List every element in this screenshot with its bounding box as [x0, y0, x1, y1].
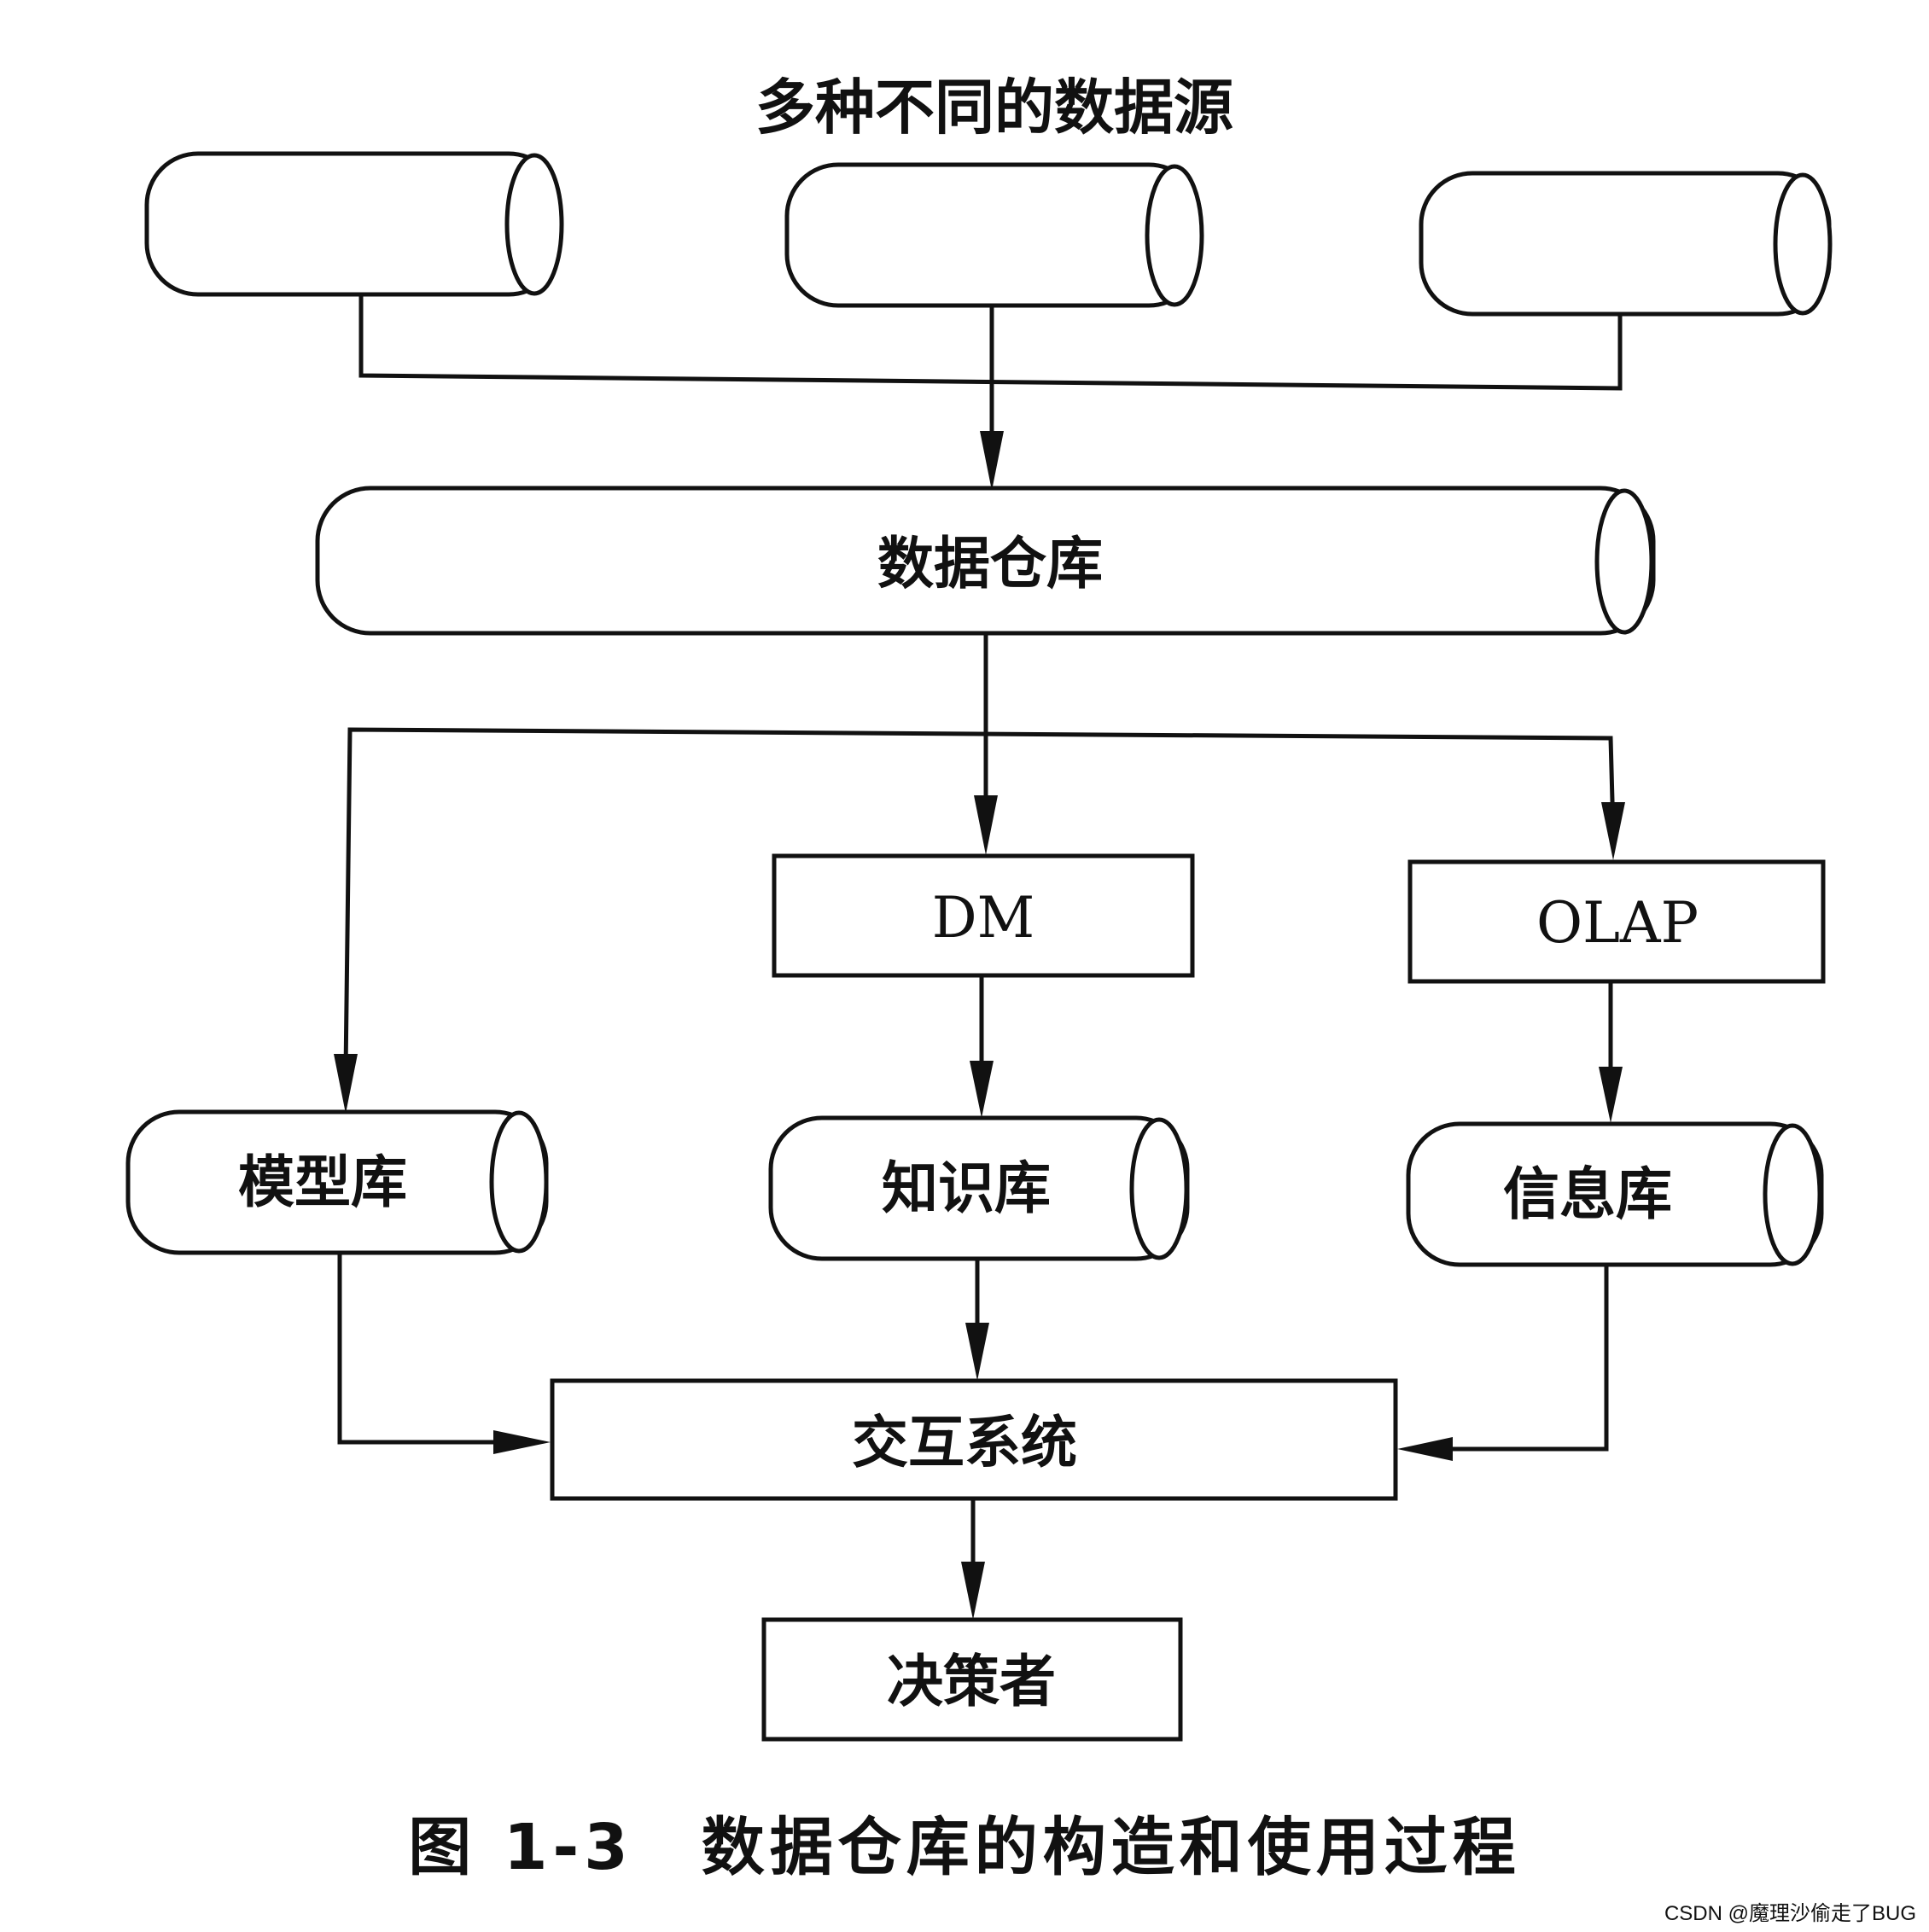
arrowhead-info-db	[1599, 1067, 1623, 1123]
info-db-cylinder: 信息库	[1406, 1121, 1824, 1267]
to-interaction-connectors	[337, 1253, 1609, 1461]
warehouse-distribution-connector	[334, 633, 1625, 1114]
data-warehouse-cylinder: 数据仓库	[315, 486, 1656, 636]
arrowhead-decision-maker	[961, 1562, 985, 1620]
knowledge-db-cylinder: 知识库	[768, 1115, 1190, 1261]
olap-box: OLAP	[1407, 859, 1826, 984]
arrowhead-interaction-top	[965, 1323, 989, 1381]
arrowhead-warehouse	[980, 431, 1004, 491]
olap-to-info-connector	[1599, 981, 1623, 1123]
arrowhead-interaction-right	[1397, 1437, 1453, 1461]
source-cylinder-2	[784, 162, 1204, 308]
knowledge-db-label: 知识库	[882, 1155, 1051, 1221]
info-db-label: 信息库	[1503, 1161, 1672, 1227]
arrowhead-interaction-left	[493, 1430, 551, 1454]
diagram-title: 多种不同的数据源	[755, 73, 1233, 143]
olap-label: OLAP	[1536, 890, 1699, 956]
data-warehouse-label: 数据仓库	[877, 531, 1103, 596]
arrowhead-olap	[1601, 802, 1625, 860]
model-db-cylinder: 模型库	[125, 1109, 549, 1255]
model-db-label: 模型库	[238, 1149, 407, 1215]
watermark: CSDN @魔理沙偷走了BUG	[1664, 1902, 1916, 1925]
source-cylinder-1	[144, 151, 564, 297]
arrowhead-knowledge-db	[970, 1061, 994, 1118]
interaction-system-box: 交互系统	[550, 1378, 1398, 1501]
decision-maker-label: 决策者	[887, 1649, 1056, 1714]
dm-box: DM	[772, 853, 1195, 978]
interaction-to-decision-connector	[961, 1498, 985, 1620]
sources-connector	[358, 294, 1623, 491]
source-cylinder-3	[1419, 171, 1833, 317]
arrowhead-model-db	[334, 1054, 358, 1114]
figure-caption: 图 1-3 数据仓库的构造和使用过程	[408, 1811, 1520, 1884]
dm-to-knowledge-connector	[970, 975, 994, 1118]
arrowhead-dm	[974, 795, 998, 855]
dm-label: DM	[932, 885, 1035, 951]
decision-maker-box: 决策者	[761, 1617, 1183, 1742]
interaction-system-label: 交互系统	[852, 1410, 1077, 1475]
